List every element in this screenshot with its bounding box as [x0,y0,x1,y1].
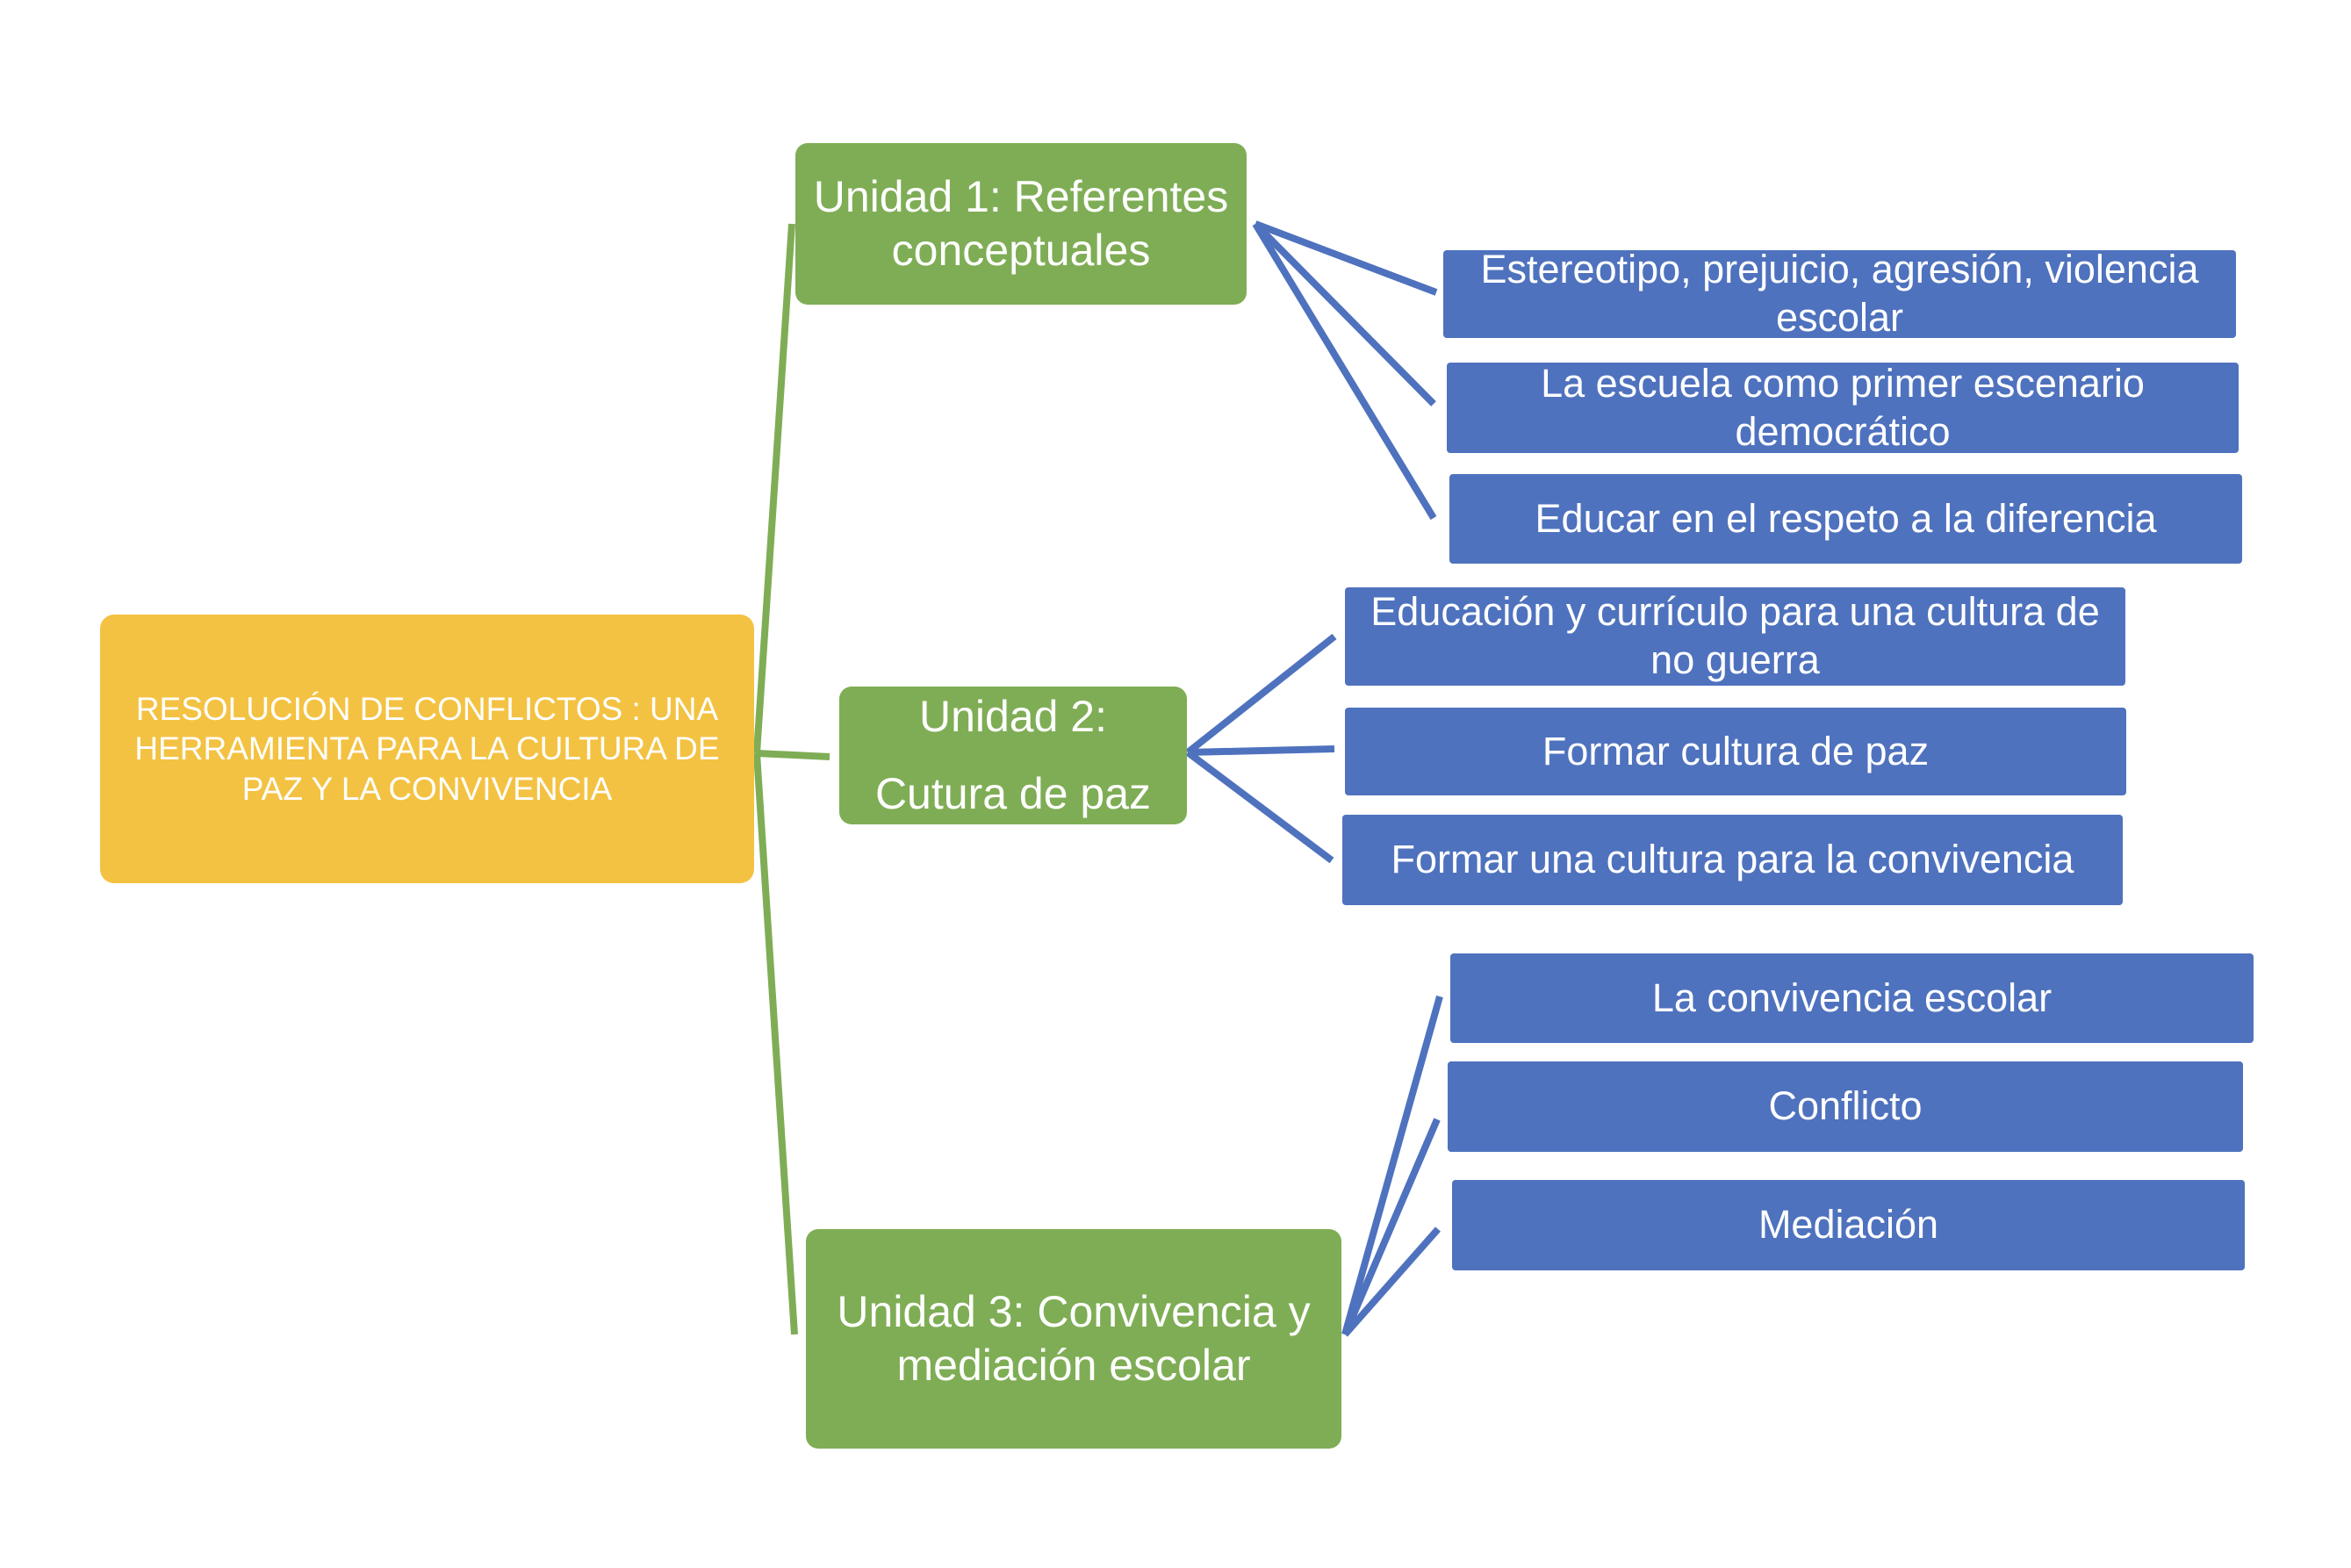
topic-2-3: Formar una cultura para la convivencia [1342,815,2123,905]
root-node: RESOLUCIÓN DE CONFLICTOS : UNA HERRAMIEN… [100,615,754,883]
topic-2-1: Educación y currículo para una cultura d… [1345,587,2125,686]
topic-1-3-label: Educar en el respeto a la diferencia [1535,495,2157,541]
topic-3-1: La convivencia escolar [1450,953,2254,1043]
topic-1-3: Educar en el respeto a la diferencia [1449,474,2242,564]
connector-unit2-topic1 [1185,633,1337,756]
unit-1-label: Unidad 1: Referentes conceptuales [813,172,1229,275]
connector-unit3-topic1 [1341,995,1443,1336]
connector-root-unit3 [753,752,798,1335]
topic-1-1: Estereotipo, prejuicio, agresión, violen… [1443,247,2236,340]
connector-unit3-topic3 [1342,1226,1441,1337]
topic-3-2-label: Conflicto [1768,1083,1923,1129]
topic-1-2: La escuela como primer escenario democrá… [1447,361,2239,454]
connector-unit3-topic2 [1341,1118,1441,1336]
topic-3-1-label: La convivencia escolar [1651,975,2053,1020]
topic-3-3: Mediación [1452,1180,2245,1270]
connector-root-unit2 [756,750,830,760]
topic-2-1-label: Educación y currículo para una cultura d… [1370,589,2100,682]
connector-unit1-topic3 [1252,221,1437,521]
topic-1-2-label: La escuela como primer escenario democrá… [1541,360,2145,454]
unit-1-node: Unidad 1: Referentes conceptuales [795,143,1247,305]
unit-2-label-line2: Cutura de paz [874,768,1152,818]
topic-1-1-label: Estereotipo, prejuicio, agresión, violen… [1480,247,2199,340]
topic-3-3-label: Mediación [1758,1202,1939,1248]
unit-2-node: Unidad 2: Cutura de paz [839,687,1187,824]
root-node-label: RESOLUCIÓN DE CONFLICTOS : UNA HERRAMIEN… [134,691,720,807]
connector-unit2-topic3 [1185,749,1334,864]
topic-3-2: Conflicto [1448,1061,2243,1152]
topic-2-2-label: Formar cultura de paz [1542,728,1930,773]
connector-unit1-topic2 [1253,221,1436,406]
unit-3-node: Unidad 3: Convivencia y mediación escola… [806,1229,1341,1449]
unit-2-label: Unidad 2: Cutura de paz [875,679,1151,832]
topic-2-2: Formar cultura de paz [1345,708,2126,795]
connector-unit1-topic1 [1254,220,1438,296]
unit-2-label-line1: Unidad 2: [918,692,1108,741]
topic-2-3-label: Formar una cultura para la convivencia [1391,837,2074,882]
connector-unit2-topic2 [1187,745,1335,756]
unit-3-label: Unidad 3: Convivencia y mediación escola… [837,1287,1311,1390]
connector-root-unit1 [753,223,795,754]
